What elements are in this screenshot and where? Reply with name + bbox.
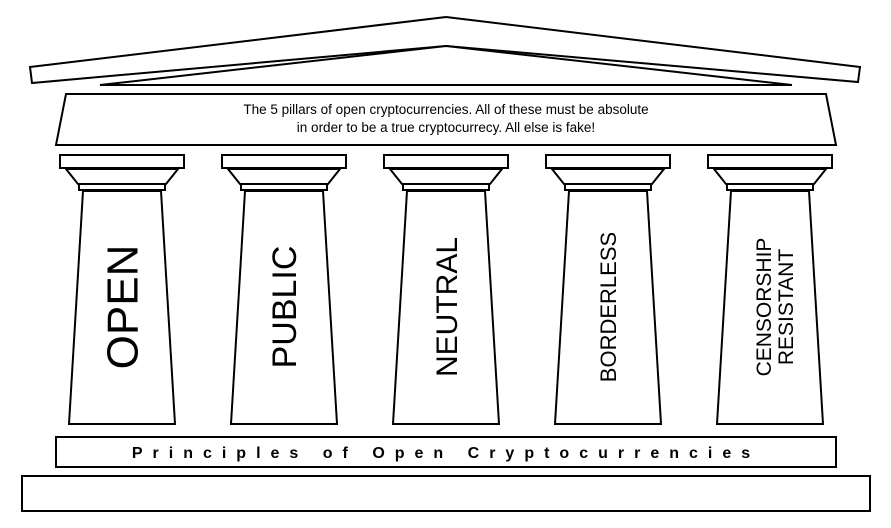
pillar-neutral: NEUTRAL (383, 154, 509, 425)
pillar-capital-top (707, 154, 833, 169)
pillar-label: OPEN (99, 245, 148, 370)
pillar-capital-neck (240, 183, 328, 191)
pillars: OPEN PUBLIC NEUTRAL BORDERLESS (59, 154, 833, 425)
plinth-upper (55, 436, 837, 468)
pillar-capital-bevel (387, 168, 505, 185)
pillar-capital-top (545, 154, 671, 169)
header-line-1: The 5 pillars of open cryptocurrencies. … (243, 102, 648, 117)
pillar-label: NEUTRAL (431, 237, 464, 377)
pillar-open: OPEN (59, 154, 185, 425)
pillar-shaft (391, 190, 501, 425)
pillar-capital-neck (564, 183, 652, 191)
pillar-shaft (553, 190, 663, 425)
roof (28, 15, 862, 86)
roof-inner (99, 44, 793, 86)
pillar-capital-neck (402, 183, 490, 191)
pillar-label: PUBLIC (266, 246, 304, 369)
pillar-shaft (229, 190, 339, 425)
pillar-capital-bevel (549, 168, 667, 185)
plinth-lower (21, 475, 871, 512)
pillar-label-line-2: RESISTANT (775, 249, 798, 365)
pillar-capital-bevel (225, 168, 343, 185)
pillar-shaft (715, 190, 825, 425)
pillar-capital-top (221, 154, 347, 169)
base: Principles of Open Cryptocurrencies (21, 436, 871, 512)
pillar-label: BORDERLESS (596, 232, 621, 382)
pillar-borderless: BORDERLESS (545, 154, 671, 425)
pillar-capital-top (383, 154, 509, 169)
pillar-label-line-1: CENSORSHIP (753, 238, 776, 377)
pillar-capital-neck (78, 183, 166, 191)
pillar-public: PUBLIC (221, 154, 347, 425)
pillar-capital-top (59, 154, 185, 169)
pillar-capital-neck (726, 183, 814, 191)
base-label: Principles of Open Cryptocurrencies (132, 445, 760, 462)
pillar-shaft (67, 190, 177, 425)
pillar-capital-bevel (711, 168, 829, 185)
entablature-frieze (54, 93, 838, 146)
pillar-capital-bevel (63, 168, 181, 185)
pillar-censorship-resistant: CENSORSHIP RESISTANT (707, 154, 833, 425)
entablature: The 5 pillars of open cryptocurrencies. … (54, 93, 838, 146)
header-line-2: in order to be a true cryptocurrecy. All… (297, 120, 595, 135)
